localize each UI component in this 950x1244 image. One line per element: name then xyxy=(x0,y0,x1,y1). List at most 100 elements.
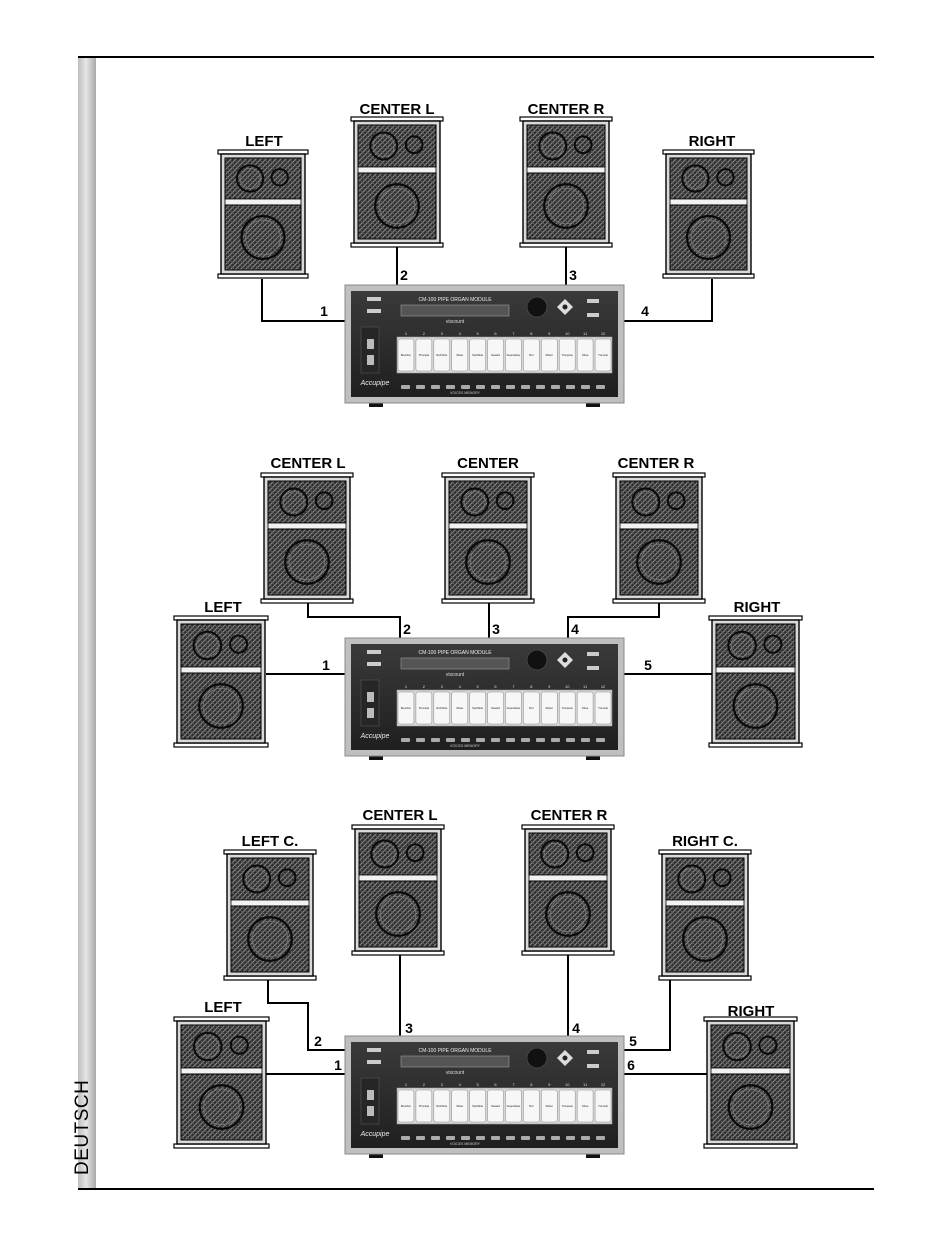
stop-label: Superoktav xyxy=(507,706,521,710)
speaker-left xyxy=(173,615,269,748)
channel-number: 3 xyxy=(492,621,500,637)
stop-label: Spitzflote xyxy=(472,706,484,710)
stop-number: 10 xyxy=(565,684,570,689)
stop-label: Rohrflote xyxy=(436,1104,447,1108)
stop-label: Spitzflote xyxy=(472,1104,484,1108)
stop-number: 12 xyxy=(601,331,606,336)
speaker-right-c xyxy=(658,849,752,981)
stop-label: Nasard xyxy=(491,353,500,357)
speaker-label: RIGHT xyxy=(728,1003,775,1020)
stop-label: Terz xyxy=(529,1104,535,1108)
wire-4 xyxy=(567,603,660,638)
module-model: CM-100 PIPE ORGAN MODULE xyxy=(418,297,492,303)
speaker-center xyxy=(441,472,535,604)
speaker-label: CENTER R xyxy=(531,807,608,824)
top-rule xyxy=(78,56,874,58)
stop-number: 7 xyxy=(512,331,515,336)
stop-label: Spitzflote xyxy=(472,353,484,357)
channel-number: 1 xyxy=(322,657,330,673)
organ-module: CM-100 PIPE ORGAN MODULE viscount 1Bourdon… xyxy=(344,637,625,760)
stop-number: 3 xyxy=(441,331,444,336)
module-brand: viscount xyxy=(446,319,465,325)
speaker-label: LEFT xyxy=(245,133,283,150)
stop-number: 7 xyxy=(512,684,515,689)
stop-label: Oktav xyxy=(456,353,464,357)
speaker-right xyxy=(662,149,755,279)
stop-number: 8 xyxy=(530,1082,533,1087)
channel-number: 5 xyxy=(629,1033,637,1049)
speaker-label: RIGHT xyxy=(734,599,781,616)
stop-number: 1 xyxy=(405,1082,408,1087)
stop-number: 10 xyxy=(565,331,570,336)
side-tab-bar xyxy=(78,56,96,1189)
stop-label: Rohrflote xyxy=(436,353,447,357)
speaker-label: CENTER L xyxy=(360,101,435,118)
stop-number: 3 xyxy=(441,684,444,689)
stop-label: Oboe xyxy=(582,1104,589,1108)
channel-number: 5 xyxy=(644,657,652,673)
stop-label: Terz xyxy=(529,353,535,357)
stop-label: Bourdon xyxy=(401,706,412,710)
speaker-center-r xyxy=(521,824,615,956)
module-brand: viscount xyxy=(446,672,465,678)
stop-number: 9 xyxy=(548,1082,551,1087)
stop-number: 2 xyxy=(423,1082,426,1087)
module-logo: Accupipe xyxy=(360,733,390,740)
speaker-right xyxy=(708,615,803,748)
stop-number: 6 xyxy=(494,331,497,336)
speaker-center-l xyxy=(260,472,354,604)
stop-number: 3 xyxy=(441,1082,444,1087)
channel-number: 1 xyxy=(320,303,328,319)
stop-number: 10 xyxy=(565,1082,570,1087)
stop-number: 2 xyxy=(423,684,426,689)
module-model: CM-100 PIPE ORGAN MODULE xyxy=(418,650,492,656)
speaker-left xyxy=(173,1016,270,1149)
speaker-center-r xyxy=(612,472,706,604)
channel-number: 4 xyxy=(641,303,649,319)
stop-label: Oktav xyxy=(456,706,464,710)
speaker-center-l xyxy=(350,116,444,248)
stop-number: 1 xyxy=(405,331,408,336)
channel-number: 2 xyxy=(314,1033,322,1049)
stop-number: 7 xyxy=(512,1082,515,1087)
speaker-label: LEFT xyxy=(204,599,242,616)
channel-number: 2 xyxy=(400,267,408,283)
stop-label: Superoktav xyxy=(507,353,521,357)
diagram-2: CENTER L CENTER CENTER R LEFT RIGHT 1 2 … xyxy=(173,455,803,760)
stop-number: 5 xyxy=(477,331,480,336)
stop-label: Mixtur xyxy=(546,706,553,710)
stop-label: Tremolo xyxy=(598,706,608,710)
stop-number: 8 xyxy=(530,331,533,336)
stop-label: Trompete xyxy=(562,1104,574,1108)
stop-label: Oktav xyxy=(456,1104,464,1108)
stop-number: 4 xyxy=(459,331,462,336)
channel-number: 4 xyxy=(572,1020,580,1036)
module-logo: Accupipe xyxy=(360,380,390,387)
stop-label: Nasard xyxy=(491,706,500,710)
stop-label: Principal xyxy=(419,706,430,710)
speaker-center-l xyxy=(351,824,445,956)
module-model: CM-100 PIPE ORGAN MODULE xyxy=(418,1048,492,1054)
stop-number: 5 xyxy=(477,1082,480,1087)
stop-number: 1 xyxy=(405,684,408,689)
organ-module: CM-100 PIPE ORGAN MODULEviscount1Bourdon… xyxy=(344,284,625,407)
stop-number: 9 xyxy=(548,684,551,689)
wire-2 xyxy=(307,603,401,638)
speaker-center-r xyxy=(519,116,613,248)
speaker-label: CENTER L xyxy=(363,807,438,824)
stop-number: 11 xyxy=(583,684,588,689)
speaker-label: CENTER L xyxy=(271,455,346,472)
speaker-label: RIGHT xyxy=(689,133,736,150)
stop-label: Tremolo xyxy=(598,353,608,357)
speaker-label: CENTER R xyxy=(528,101,605,118)
stop-label: Nasard xyxy=(491,1104,500,1108)
wire-4 xyxy=(624,279,713,322)
stop-label: Superoktav xyxy=(507,1104,521,1108)
channel-number: 3 xyxy=(405,1020,413,1036)
stop-number: 12 xyxy=(601,1082,606,1087)
channel-number: 4 xyxy=(571,621,579,637)
stop-label: Tremolo xyxy=(598,1104,608,1108)
stop-number: 11 xyxy=(583,1082,588,1087)
wire-5 xyxy=(624,980,671,1051)
stop-label: Mixtur xyxy=(546,1104,553,1108)
